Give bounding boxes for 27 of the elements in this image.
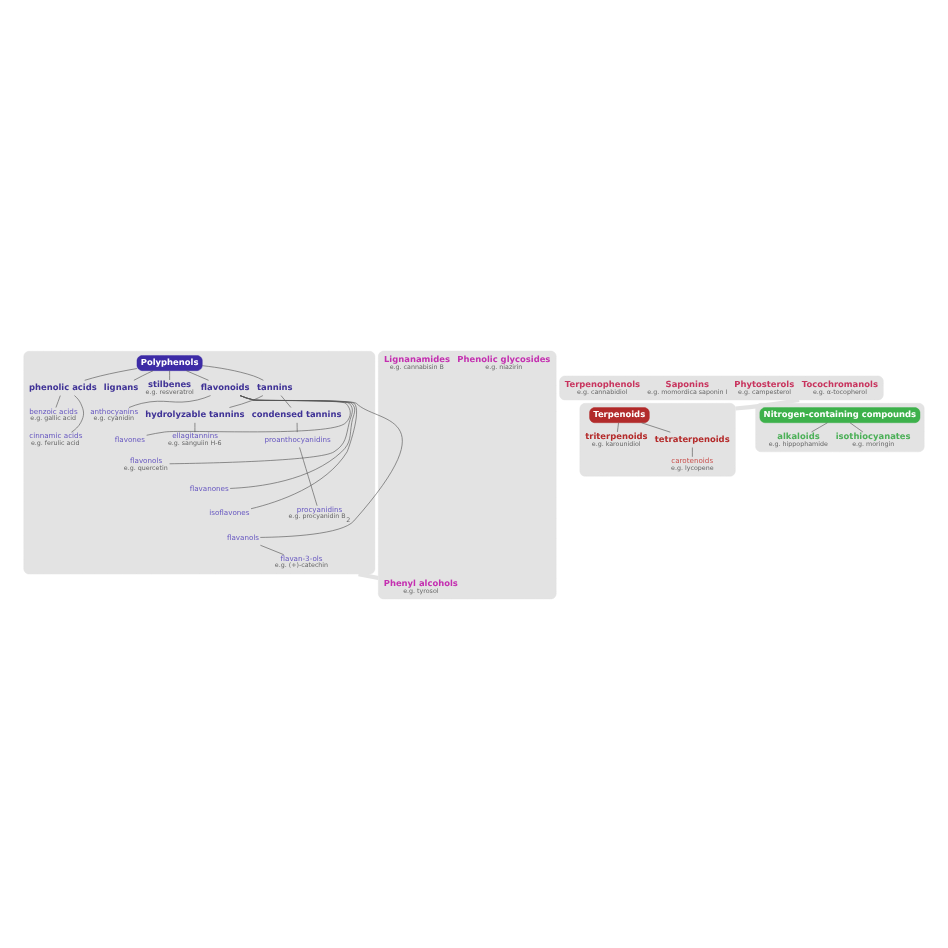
connector xyxy=(186,369,209,380)
connector xyxy=(128,394,211,407)
connector xyxy=(296,421,298,432)
connector xyxy=(358,571,379,580)
cluster xyxy=(378,349,557,599)
connector xyxy=(849,421,864,432)
cluster xyxy=(559,374,884,400)
connector xyxy=(299,446,318,506)
connector xyxy=(169,369,170,380)
connector xyxy=(280,394,292,407)
connector xyxy=(735,396,800,410)
connector xyxy=(811,421,828,432)
connector xyxy=(260,543,285,554)
connector xyxy=(71,394,84,432)
connector xyxy=(84,367,138,380)
connector xyxy=(229,394,264,407)
connector xyxy=(692,446,693,457)
connector xyxy=(146,394,351,435)
connector xyxy=(202,364,264,380)
connector xyxy=(194,421,196,432)
connector xyxy=(239,394,403,537)
connector xyxy=(229,394,356,488)
connector xyxy=(617,421,619,432)
connector xyxy=(55,394,61,407)
connector xyxy=(169,394,353,464)
connector xyxy=(133,369,154,380)
connector xyxy=(641,421,671,432)
